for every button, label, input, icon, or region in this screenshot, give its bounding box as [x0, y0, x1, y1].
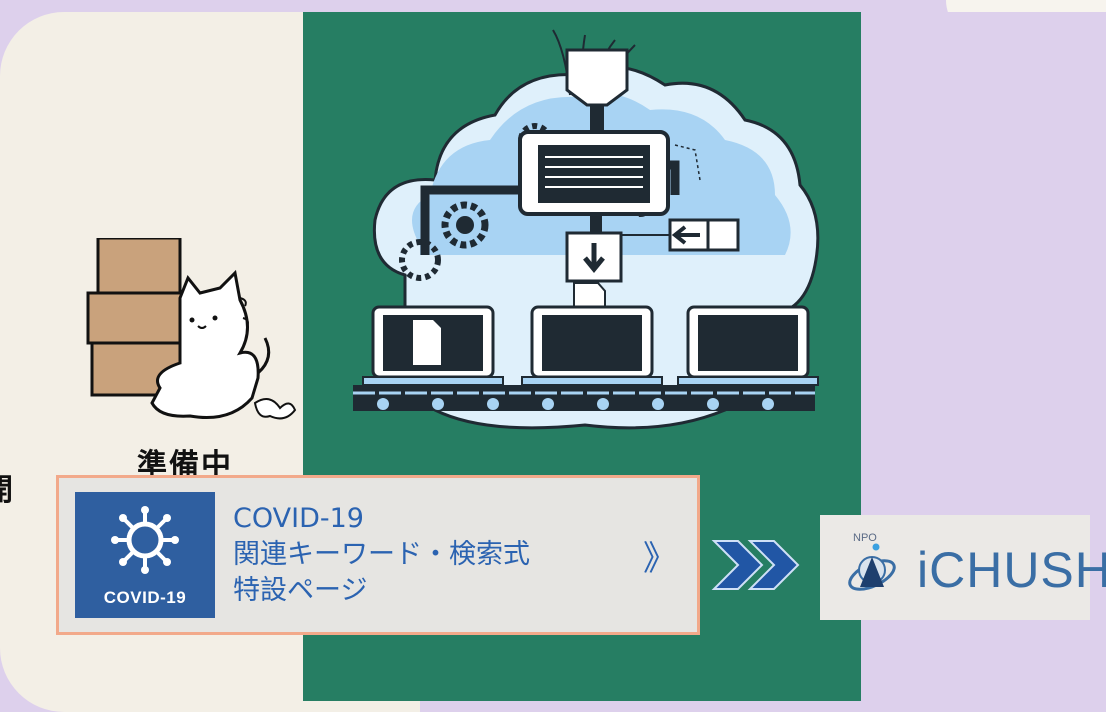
ichushi-logo-link[interactable]: NPO iCHUSHi — [820, 515, 1106, 620]
double-chevron-right-icon: 》 — [643, 538, 677, 579]
covid19-badge: COVID-19 — [75, 492, 215, 618]
virus-icon — [111, 506, 179, 574]
npo-label: NPO — [853, 532, 877, 544]
covid19-special-page-link[interactable]: COVID-19 COVID-19 関連キーワード・検索式 特設ページ 》 — [56, 475, 700, 635]
double-arrow-right-icon — [711, 540, 800, 590]
ichushi-wordmark: iCHUSHi — [917, 542, 1106, 598]
covid19-link-text: COVID-19 関連キーワード・検索式 特設ページ — [233, 501, 643, 609]
cat-carrying-boxes-illustration — [86, 238, 297, 420]
covid19-badge-label: COVID-19 — [103, 588, 187, 607]
cropped-heading-glyph: 開 — [0, 465, 16, 505]
ichushi-logo-mark — [848, 543, 896, 591]
covid19-link-line3: 特設ページ — [233, 575, 368, 606]
covid19-link-line1: COVID-19 — [233, 503, 364, 534]
data-pipeline-illustration — [353, 29, 820, 430]
covid19-link-line2: 関連キーワード・検索式 — [233, 539, 530, 570]
